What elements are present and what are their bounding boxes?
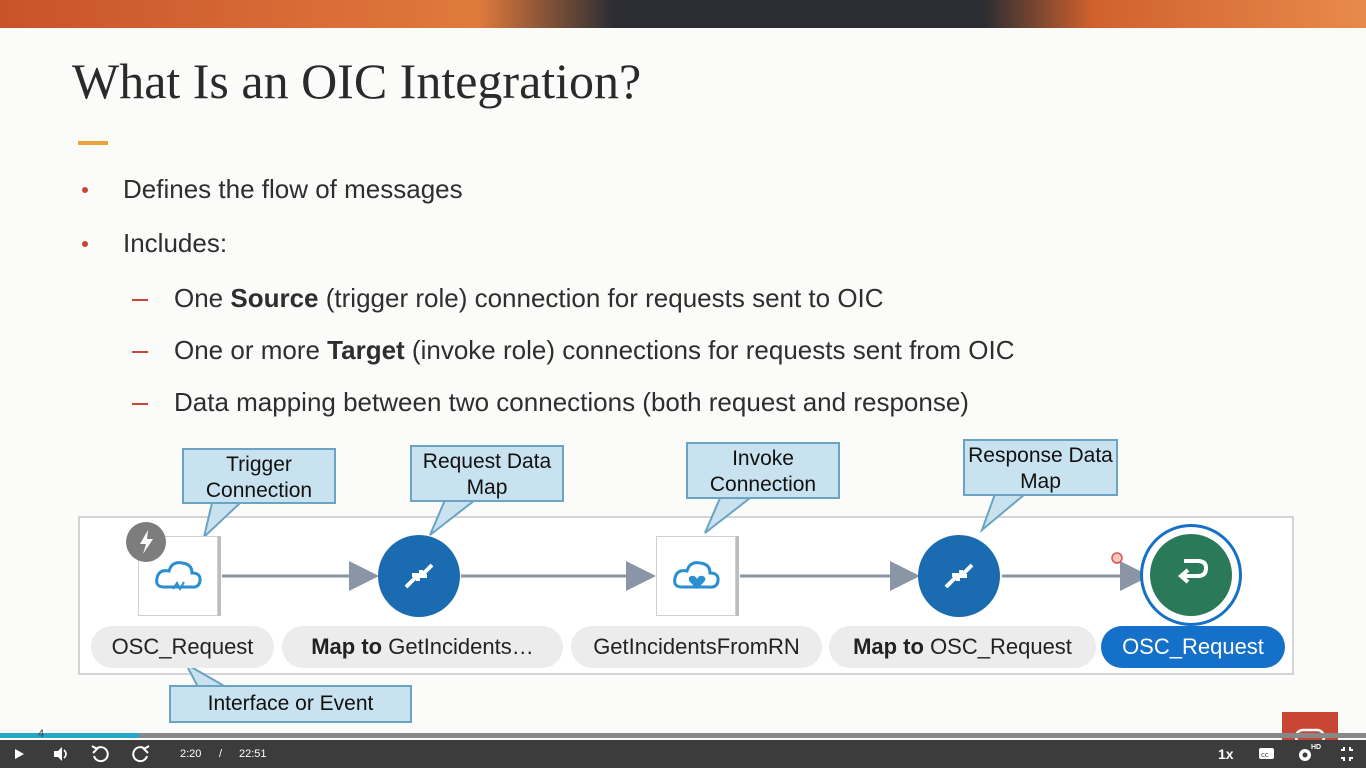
callout-interface-event: Interface or Event bbox=[169, 685, 412, 723]
bullet-1: Defines the flow of messages bbox=[123, 174, 463, 204]
cloud-heart-icon bbox=[673, 561, 720, 589]
sub-bullet-text: (invoke role) connections for requests s… bbox=[404, 335, 1015, 365]
play-icon[interactable] bbox=[12, 740, 26, 768]
captions-icon[interactable]: cc bbox=[1258, 740, 1276, 768]
invoke-node[interactable] bbox=[656, 536, 736, 616]
sub-bullet-dash bbox=[132, 299, 148, 301]
node-label-text: OSC_Request bbox=[111, 634, 254, 659]
return-node[interactable] bbox=[1140, 524, 1242, 626]
rewind-icon[interactable] bbox=[90, 740, 112, 768]
map-node-response[interactable] bbox=[918, 535, 1000, 617]
callout-trigger-connection: Trigger Connection bbox=[182, 448, 336, 504]
callout-tail bbox=[202, 502, 243, 541]
lightning-icon bbox=[126, 522, 166, 562]
settings-icon[interactable] bbox=[1296, 740, 1316, 768]
sub-bullet-bold: Target bbox=[327, 335, 405, 365]
slide-number: 4 bbox=[38, 728, 45, 740]
sub-bullet-text: (trigger role) connection for requests s… bbox=[318, 283, 884, 313]
return-icon bbox=[1177, 559, 1209, 584]
current-time: 2:20 bbox=[180, 748, 202, 760]
slide-title: What Is an OIC Integration? bbox=[72, 53, 642, 109]
map-icon bbox=[404, 563, 434, 589]
node-label-text: GetIncidentsFromRN bbox=[593, 634, 800, 659]
node-label-invoke[interactable]: GetIncidentsFromRN bbox=[571, 626, 822, 668]
node-label-request-map[interactable]: Map to GetIncidents… bbox=[282, 626, 563, 668]
callout-request-data-map: Request Data Map bbox=[410, 445, 564, 502]
volume-icon[interactable] bbox=[52, 740, 70, 768]
sub-bullet-text: One or more bbox=[174, 335, 328, 365]
callout-tail bbox=[704, 497, 753, 534]
callout-tail bbox=[979, 493, 1028, 534]
progress-track[interactable] bbox=[0, 733, 1366, 738]
svg-text:cc: cc bbox=[1261, 751, 1269, 759]
sub-bullet-bold: Source bbox=[230, 283, 319, 313]
node-label-bold: Map to bbox=[853, 634, 924, 659]
node-label-trigger[interactable]: OSC_Request bbox=[91, 626, 274, 668]
callout-invoke-connection: Invoke Connection bbox=[686, 442, 840, 499]
node-label-return[interactable]: OSC_Request bbox=[1101, 626, 1285, 668]
playback-speed[interactable]: 1x bbox=[1218, 746, 1234, 762]
sub-bullet-dash bbox=[132, 351, 148, 353]
player-controls: 2:20 / 22:51 1x cc HD bbox=[0, 740, 1366, 768]
progress-fill bbox=[0, 733, 140, 738]
sub-bullet-text: One bbox=[174, 283, 231, 313]
sub-bullet-1: One Source (trigger role) connection for… bbox=[174, 283, 884, 314]
time-separator: / bbox=[219, 748, 223, 760]
map-node-request[interactable] bbox=[378, 535, 460, 617]
header-banner-image bbox=[0, 0, 1366, 28]
node-label-bold: Map to bbox=[311, 634, 383, 659]
forward-icon[interactable] bbox=[129, 740, 151, 768]
node-label-text: GetIncidents… bbox=[382, 634, 534, 659]
node-label-text: OSC_Request bbox=[923, 634, 1072, 659]
node-label-text: OSC_Request bbox=[1122, 634, 1264, 659]
quality-badge: HD bbox=[1311, 744, 1322, 751]
cursor-dot bbox=[1111, 552, 1123, 564]
bullet-dot bbox=[82, 187, 88, 193]
node-label-response-map[interactable]: Map to OSC_Request bbox=[829, 626, 1096, 668]
sub-bullet-3: Data mapping between two connections (bo… bbox=[174, 387, 969, 418]
duration: 22:51 bbox=[239, 748, 267, 760]
bullet-2: Includes: bbox=[123, 228, 228, 258]
cloud-icon bbox=[155, 561, 202, 592]
fullscreen-exit-icon[interactable] bbox=[1338, 740, 1356, 768]
callout-tail bbox=[429, 499, 478, 536]
title-underline bbox=[78, 141, 108, 145]
map-icon bbox=[944, 563, 974, 589]
sub-bullet-dash bbox=[132, 403, 148, 405]
sub-bullet-text: Data mapping between two connections (bo… bbox=[174, 387, 969, 417]
bullet-dot bbox=[82, 241, 88, 247]
callout-response-data-map: Response Data Map bbox=[963, 439, 1118, 496]
sub-bullet-2: One or more Target (invoke role) connect… bbox=[174, 335, 1015, 366]
